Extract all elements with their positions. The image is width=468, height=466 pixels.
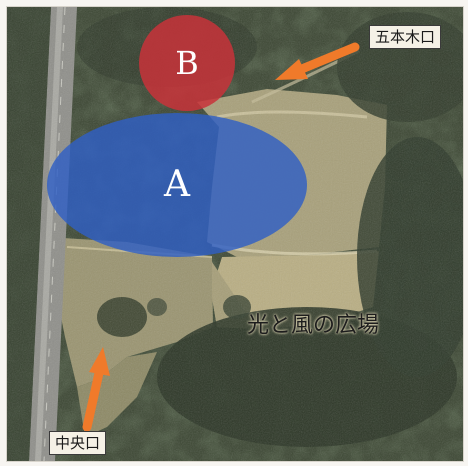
aerial-photo — [7, 7, 463, 461]
zone-a-area[interactable] — [47, 113, 307, 257]
gohongi-entrance-arrow — [275, 42, 360, 80]
plaza-label: 光と風の広場 — [247, 313, 380, 338]
gohongi-entrance-label: 五本木口 — [369, 25, 442, 49]
zone-b-area[interactable] — [139, 15, 235, 111]
zone-b-label: B — [175, 44, 199, 82]
zone-a-label: A — [164, 164, 190, 205]
aerial-map: B A 五本木口 光と風の広場 中央口 — [6, 6, 464, 462]
central-entrance-label: 中央口 — [49, 431, 107, 455]
central-entrance-arrow — [82, 347, 110, 432]
